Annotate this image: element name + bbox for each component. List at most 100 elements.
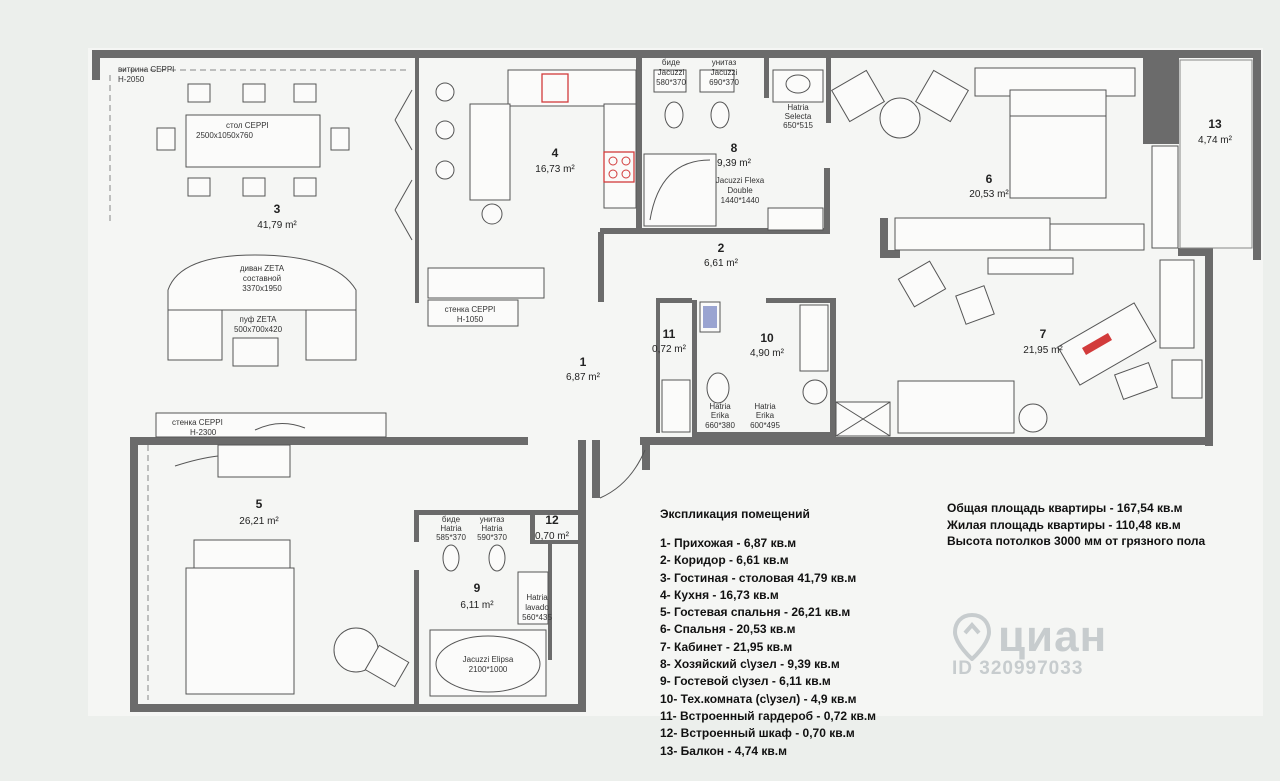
bath9-label-1: Jacuzzi Elipsa (463, 655, 514, 664)
wall-kitchen-label-1: стенка CEPPI (445, 305, 496, 314)
pin-icon (952, 613, 992, 661)
sofa (167, 254, 357, 311)
wall-kitchen-label-2: H-1050 (457, 315, 484, 324)
wc8-label-3: 690*370 (709, 78, 739, 87)
room-13-area: 4,74 m² (1198, 135, 1233, 146)
living-area: Жилая площадь квартиры - 110,48 кв.м (947, 517, 1181, 532)
living-furniture (155, 83, 387, 438)
office-furniture (835, 257, 1203, 437)
legend-item: 2- Коридор - 6,61 кв.м (660, 553, 789, 568)
bath9-label-2: 2100*1000 (469, 665, 508, 674)
area-summary: Общая площадь квартиры - 167,54 кв.м Жил… (947, 500, 1205, 550)
wc10b-label-1: Hatria (754, 402, 776, 411)
kitchen-furniture (394, 69, 637, 327)
legend-title: Экспликация помещений (660, 507, 810, 521)
room-9-number: 9 (474, 581, 481, 595)
shower8-label-1: Jacuzzi Flexa (716, 176, 765, 185)
shower8-label-2: Double (727, 186, 753, 195)
room-2-area: 6,61 m² (704, 258, 739, 269)
pouf-label-1: пуф ZETA (240, 315, 278, 324)
room-4-number: 4 (552, 146, 559, 160)
wc10a-label-3: 660*380 (705, 421, 735, 430)
bidet8-label-2: Jacuzzi (658, 68, 685, 77)
legend-item: 9- Гостевой с\узел - 6,11 кв.м (660, 674, 831, 689)
legend-item: 10- Тех.комната (с\узел) - 4,9 кв.м (660, 691, 857, 706)
wc10a-label-2: Erika (711, 411, 730, 420)
wc10b-label-3: 600*495 (750, 421, 780, 430)
room-10-number: 10 (760, 331, 774, 345)
shower8-label-3: 1440*1440 (721, 196, 760, 205)
furniture-labels: витрина CEPPI H-2050 стол CEPPI 2500x105… (118, 58, 813, 674)
watermark: циан ID 320997033 (952, 612, 1107, 680)
sink8-label-3: 650*515 (783, 121, 813, 130)
balcony (1179, 59, 1253, 249)
room-8-area: 9,39 m² (717, 158, 752, 169)
legend-item: 13- Балкон - 4,74 кв.м (660, 743, 787, 758)
table-label-1: стол CEPPI (226, 121, 269, 130)
room-10-area: 4,90 m² (750, 348, 785, 359)
room-7-number: 7 (1040, 327, 1047, 341)
room-12-number: 12 (545, 513, 559, 527)
sink8-label-2: Selecta (785, 112, 812, 121)
legend-item: 7- Кабинет - 21,95 кв.м (660, 639, 793, 654)
room-3-number: 3 (274, 202, 281, 216)
legend-item: 8- Хозяйский с\узел - 9,39 кв.м (660, 657, 840, 672)
wall-living-label-1: стенка CEPPI (172, 418, 223, 427)
wc10a-label-1: Hatria (709, 402, 731, 411)
legend-item: 6- Спальня - 20,53 кв.м (660, 622, 796, 637)
pouf (232, 337, 279, 367)
wc9-label-2: Hatria (481, 524, 503, 533)
entry-door-swing (599, 449, 646, 499)
legend-item: 1- Прихожая - 6,87 кв.м (660, 536, 797, 550)
dining-table (185, 114, 321, 168)
guest-bedroom-furniture (174, 444, 410, 695)
bidet9-label-3: 585*370 (436, 533, 466, 542)
bidet9-label-2: Hatria (440, 524, 462, 533)
room-1-area: 6,87 m² (566, 372, 601, 383)
bidet8-label-1: биде (662, 58, 681, 67)
wc9-label-1: унитаз (480, 515, 505, 524)
legend-item: 4- Кухня - 16,73 кв.м (660, 587, 779, 602)
master-bath-furniture (643, 69, 824, 231)
watermark-brand: циан (998, 612, 1108, 661)
room-11-number: 11 (663, 327, 676, 341)
sofa-label-3: 3370x1950 (242, 284, 282, 293)
total-area: Общая площадь квартиры - 167,54 кв.м (947, 501, 1183, 515)
room-11-area: 0,72 m² (652, 344, 687, 355)
internal-walls (414, 58, 900, 710)
wc8-label-1: унитаз (712, 58, 737, 67)
pouf-label-2: 500x700x420 (234, 325, 283, 334)
room-1-number: 1 (580, 355, 587, 369)
ceiling-height: Высота потолков 3000 мм от грязного пола (947, 534, 1206, 548)
room-7-area: 21,95 m² (1023, 345, 1063, 356)
legend-item: 3- Гостиная - столовая 41,79 кв.м (660, 570, 857, 585)
sink9-label-2: lavado (525, 603, 549, 612)
bidet9-label-1: биде (442, 515, 461, 524)
watermark-logo: циан (952, 612, 1107, 662)
room-4-area: 16,73 m² (535, 164, 575, 175)
room-3-area: 41,79 m² (257, 220, 297, 231)
room-labels: 1 6,87 m² 2 6,61 m² 3 41,79 m² 4 16,73 m… (239, 117, 1232, 611)
room-9-area: 6,11 m² (460, 600, 494, 611)
legend-item: 12- Встроенный шкаф - 0,70 кв.м (660, 726, 855, 741)
sink9-label-1: Hatria (526, 593, 548, 602)
wc9-label-3: 590*370 (477, 533, 507, 542)
table-label-2: 2500x1050x760 (196, 131, 253, 140)
guest-bath-furniture (429, 544, 549, 697)
window-lines (109, 69, 410, 700)
outer-walls (92, 50, 1261, 712)
vitrina-label-2: H-2050 (118, 75, 145, 84)
room-legend: Экспликация помещений 1- Прихожая - 6,87… (660, 507, 876, 760)
room-13-number: 13 (1208, 117, 1222, 131)
legend-item: 5- Гостевая спальня - 26,21 кв.м (660, 605, 851, 620)
room-5-number: 5 (256, 497, 263, 511)
room-6-number: 6 (986, 172, 993, 186)
watermark-id: ID 320997033 (952, 658, 1084, 679)
wc8-label-2: Jacuzzi (711, 68, 738, 77)
room-5-area: 26,21 m² (239, 516, 279, 527)
bidet8-label-3: 580*370 (656, 78, 686, 87)
legend-item: 11- Встроенный гардероб - 0,72 кв.м (660, 708, 877, 723)
room-6-area: 20,53 m² (969, 189, 1009, 200)
tech-room-furniture (661, 301, 829, 433)
